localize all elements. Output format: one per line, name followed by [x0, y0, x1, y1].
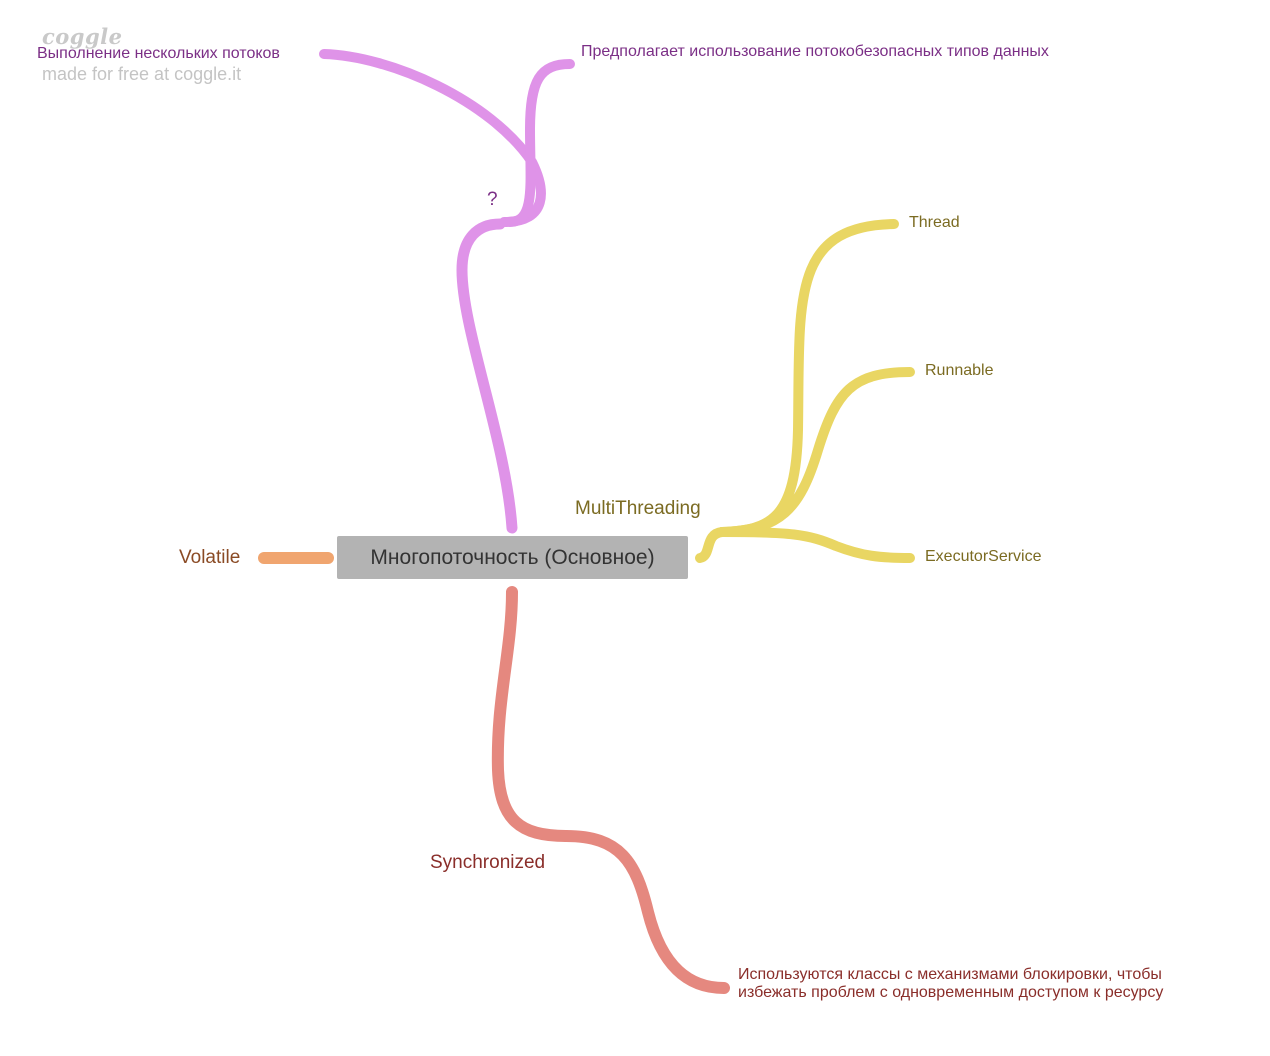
node-multithreading[interactable]: MultiThreading — [575, 498, 701, 519]
node-synchronized[interactable]: Synchronized — [430, 852, 546, 873]
node-thread-safe-types[interactable]: Предполагает использование потокобезопас… — [581, 43, 1049, 60]
connector-synchronized-locking-classes — [560, 830, 730, 994]
connector-question-multiple-threads — [319, 49, 546, 227]
connector-center-multithreading — [695, 527, 727, 563]
node-question[interactable]: ? — [487, 189, 498, 210]
node-runnable[interactable]: Runnable — [925, 362, 994, 379]
central-node[interactable]: Многопоточность (Основное) — [337, 536, 688, 579]
node-thread[interactable]: Thread — [909, 214, 960, 231]
connector-multithreading-executorservice — [717, 527, 915, 563]
node-executorservice[interactable]: ExecutorService — [925, 548, 1042, 565]
connector-multithreading-runnable — [717, 367, 915, 537]
connector-center-question — [456, 218, 518, 534]
coggle-logo: coggle — [42, 24, 123, 49]
connector-question-thread-safe-types — [505, 59, 575, 227]
coggle-credit: made for free at coggle.it — [42, 64, 242, 84]
node-volatile[interactable]: Volatile — [179, 547, 241, 568]
connector-center-synchronized — [491, 586, 572, 842]
node-locking-classes[interactable]: Используются классы с механизмами блокир… — [738, 966, 1164, 1002]
node-multiple-threads[interactable]: Выполнение нескольких потоков — [37, 45, 280, 62]
